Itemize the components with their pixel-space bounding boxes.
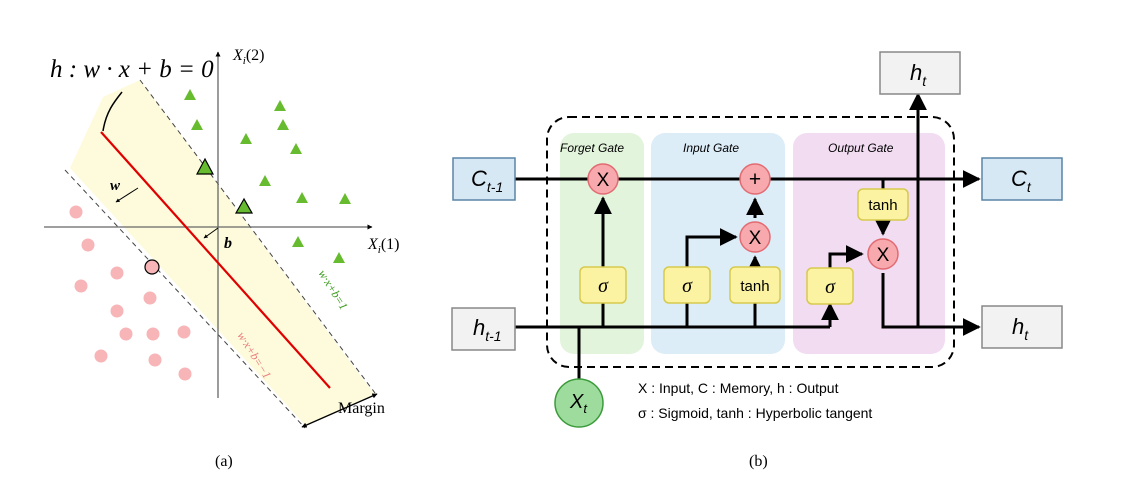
triangle-marker — [292, 236, 304, 247]
legend-line-2: σ : Sigmoid, tanh : Hyperbolic tangent — [638, 405, 872, 421]
output-sigma-to-mult — [828, 245, 864, 268]
svg-text:Ct-1: Ct-1 — [471, 166, 503, 195]
svg-text:ht-1: ht-1 — [473, 315, 502, 344]
separating-hyperplane — [100, 131, 331, 389]
lstm-cell-outline — [546, 116, 955, 368]
margin-band — [70, 80, 375, 425]
input-sigma-to-mult — [685, 228, 738, 267]
circle-marker — [178, 367, 192, 381]
upper-margin-line — [139, 79, 376, 394]
triangle-marker — [290, 143, 302, 154]
triangle-marker — [296, 192, 308, 203]
svg-text:+: + — [749, 168, 761, 191]
svg-text:X: X — [749, 228, 762, 249]
w-label: w — [110, 178, 121, 194]
svg-text:ht: ht — [1012, 314, 1029, 343]
support-vector-triangle — [196, 157, 214, 175]
svg-text:tanh: tanh — [868, 197, 897, 214]
panel-a-svm: h : w · x + b = 0 Xi(2) Xi(1) w b w·x+b=… — [44, 47, 400, 470]
forget-gate-title: Forget Gate — [560, 141, 624, 155]
triangle-marker — [339, 193, 351, 204]
y-axis-label: Xi(2) — [232, 47, 265, 67]
triangle-marker — [259, 175, 271, 186]
margin-label: Margin — [338, 400, 385, 417]
circle-marker — [69, 205, 83, 219]
circle-marker — [110, 304, 124, 318]
svg-text:ht: ht — [910, 60, 927, 89]
triangle-marker — [277, 119, 289, 130]
circle-marker — [148, 353, 162, 367]
svg-text:σ: σ — [825, 276, 836, 298]
w-vector-arrow — [115, 187, 139, 203]
triangle-marker — [240, 133, 252, 144]
h-prev-box: ht-1 — [451, 307, 516, 351]
cell-add-node: + — [739, 163, 771, 195]
hyperplane-equation: h : w · x + b = 0 — [50, 56, 214, 83]
lower-margin-line — [64, 169, 306, 429]
c-next-box: Ct — [981, 157, 1063, 201]
circle-marker — [74, 279, 88, 293]
circle-marker — [143, 291, 157, 305]
negative-class-points — [69, 205, 192, 381]
margin-dimension-arrow — [301, 393, 378, 428]
svg-text:σ: σ — [682, 275, 693, 297]
caption-a: (a) — [215, 453, 233, 470]
svg-text:σ: σ — [598, 275, 609, 297]
forget-multiply-node: X — [587, 163, 619, 195]
input-gate-title: Input Gate — [683, 141, 739, 155]
b-offset-arrow — [203, 227, 219, 239]
support-vector-circle — [144, 259, 160, 275]
triangle-marker — [333, 252, 345, 263]
c-prev-box: Ct-1 — [452, 157, 516, 201]
circle-marker — [177, 325, 191, 339]
output-mult-to-ht — [881, 273, 981, 336]
svg-text:X: X — [597, 170, 610, 191]
x-axis-label: Xi(1) — [367, 236, 400, 256]
equation-callout — [102, 91, 123, 132]
support-vector-triangle — [234, 197, 254, 214]
h-out-right-box: ht — [981, 305, 1063, 349]
output-sigmoid-box: σ — [806, 267, 854, 305]
triangle-marker — [274, 100, 286, 111]
svg-text:Xt: Xt — [569, 391, 588, 416]
output-gate-title: Output Gate — [828, 141, 894, 155]
output-tanh-box: tanh — [857, 188, 909, 221]
circle-marker — [146, 327, 160, 341]
input-multiply-node: X — [739, 221, 771, 253]
circle-marker — [94, 349, 108, 363]
positive-class-points — [184, 89, 351, 263]
legend-line-1: X : Input, C : Memory, h : Output — [638, 380, 839, 396]
circle-marker — [110, 266, 124, 280]
upper-margin-label: w·x+b=1 — [315, 267, 350, 312]
h-out-top-box: ht — [879, 51, 961, 95]
output-gate-region — [793, 133, 945, 354]
svg-text:X: X — [877, 245, 890, 266]
caption-b: (b) — [749, 453, 768, 470]
output-multiply-node: X — [867, 238, 899, 270]
input-tanh-box: tanh — [729, 266, 781, 304]
triangle-marker — [184, 89, 196, 100]
b-label: b — [224, 235, 232, 252]
circle-marker — [81, 238, 95, 252]
forget-sigmoid-box: σ — [579, 266, 627, 304]
svg-text:tanh: tanh — [740, 278, 769, 295]
svg-text:Ct: Ct — [1011, 166, 1032, 195]
triangle-marker — [191, 119, 203, 130]
circle-marker — [119, 327, 133, 341]
input-sigmoid-box: σ — [663, 266, 711, 304]
x-input-node: Xt — [554, 378, 604, 428]
panel-b-lstm: Forget Gate Input Gate Output Gate — [451, 51, 1063, 470]
